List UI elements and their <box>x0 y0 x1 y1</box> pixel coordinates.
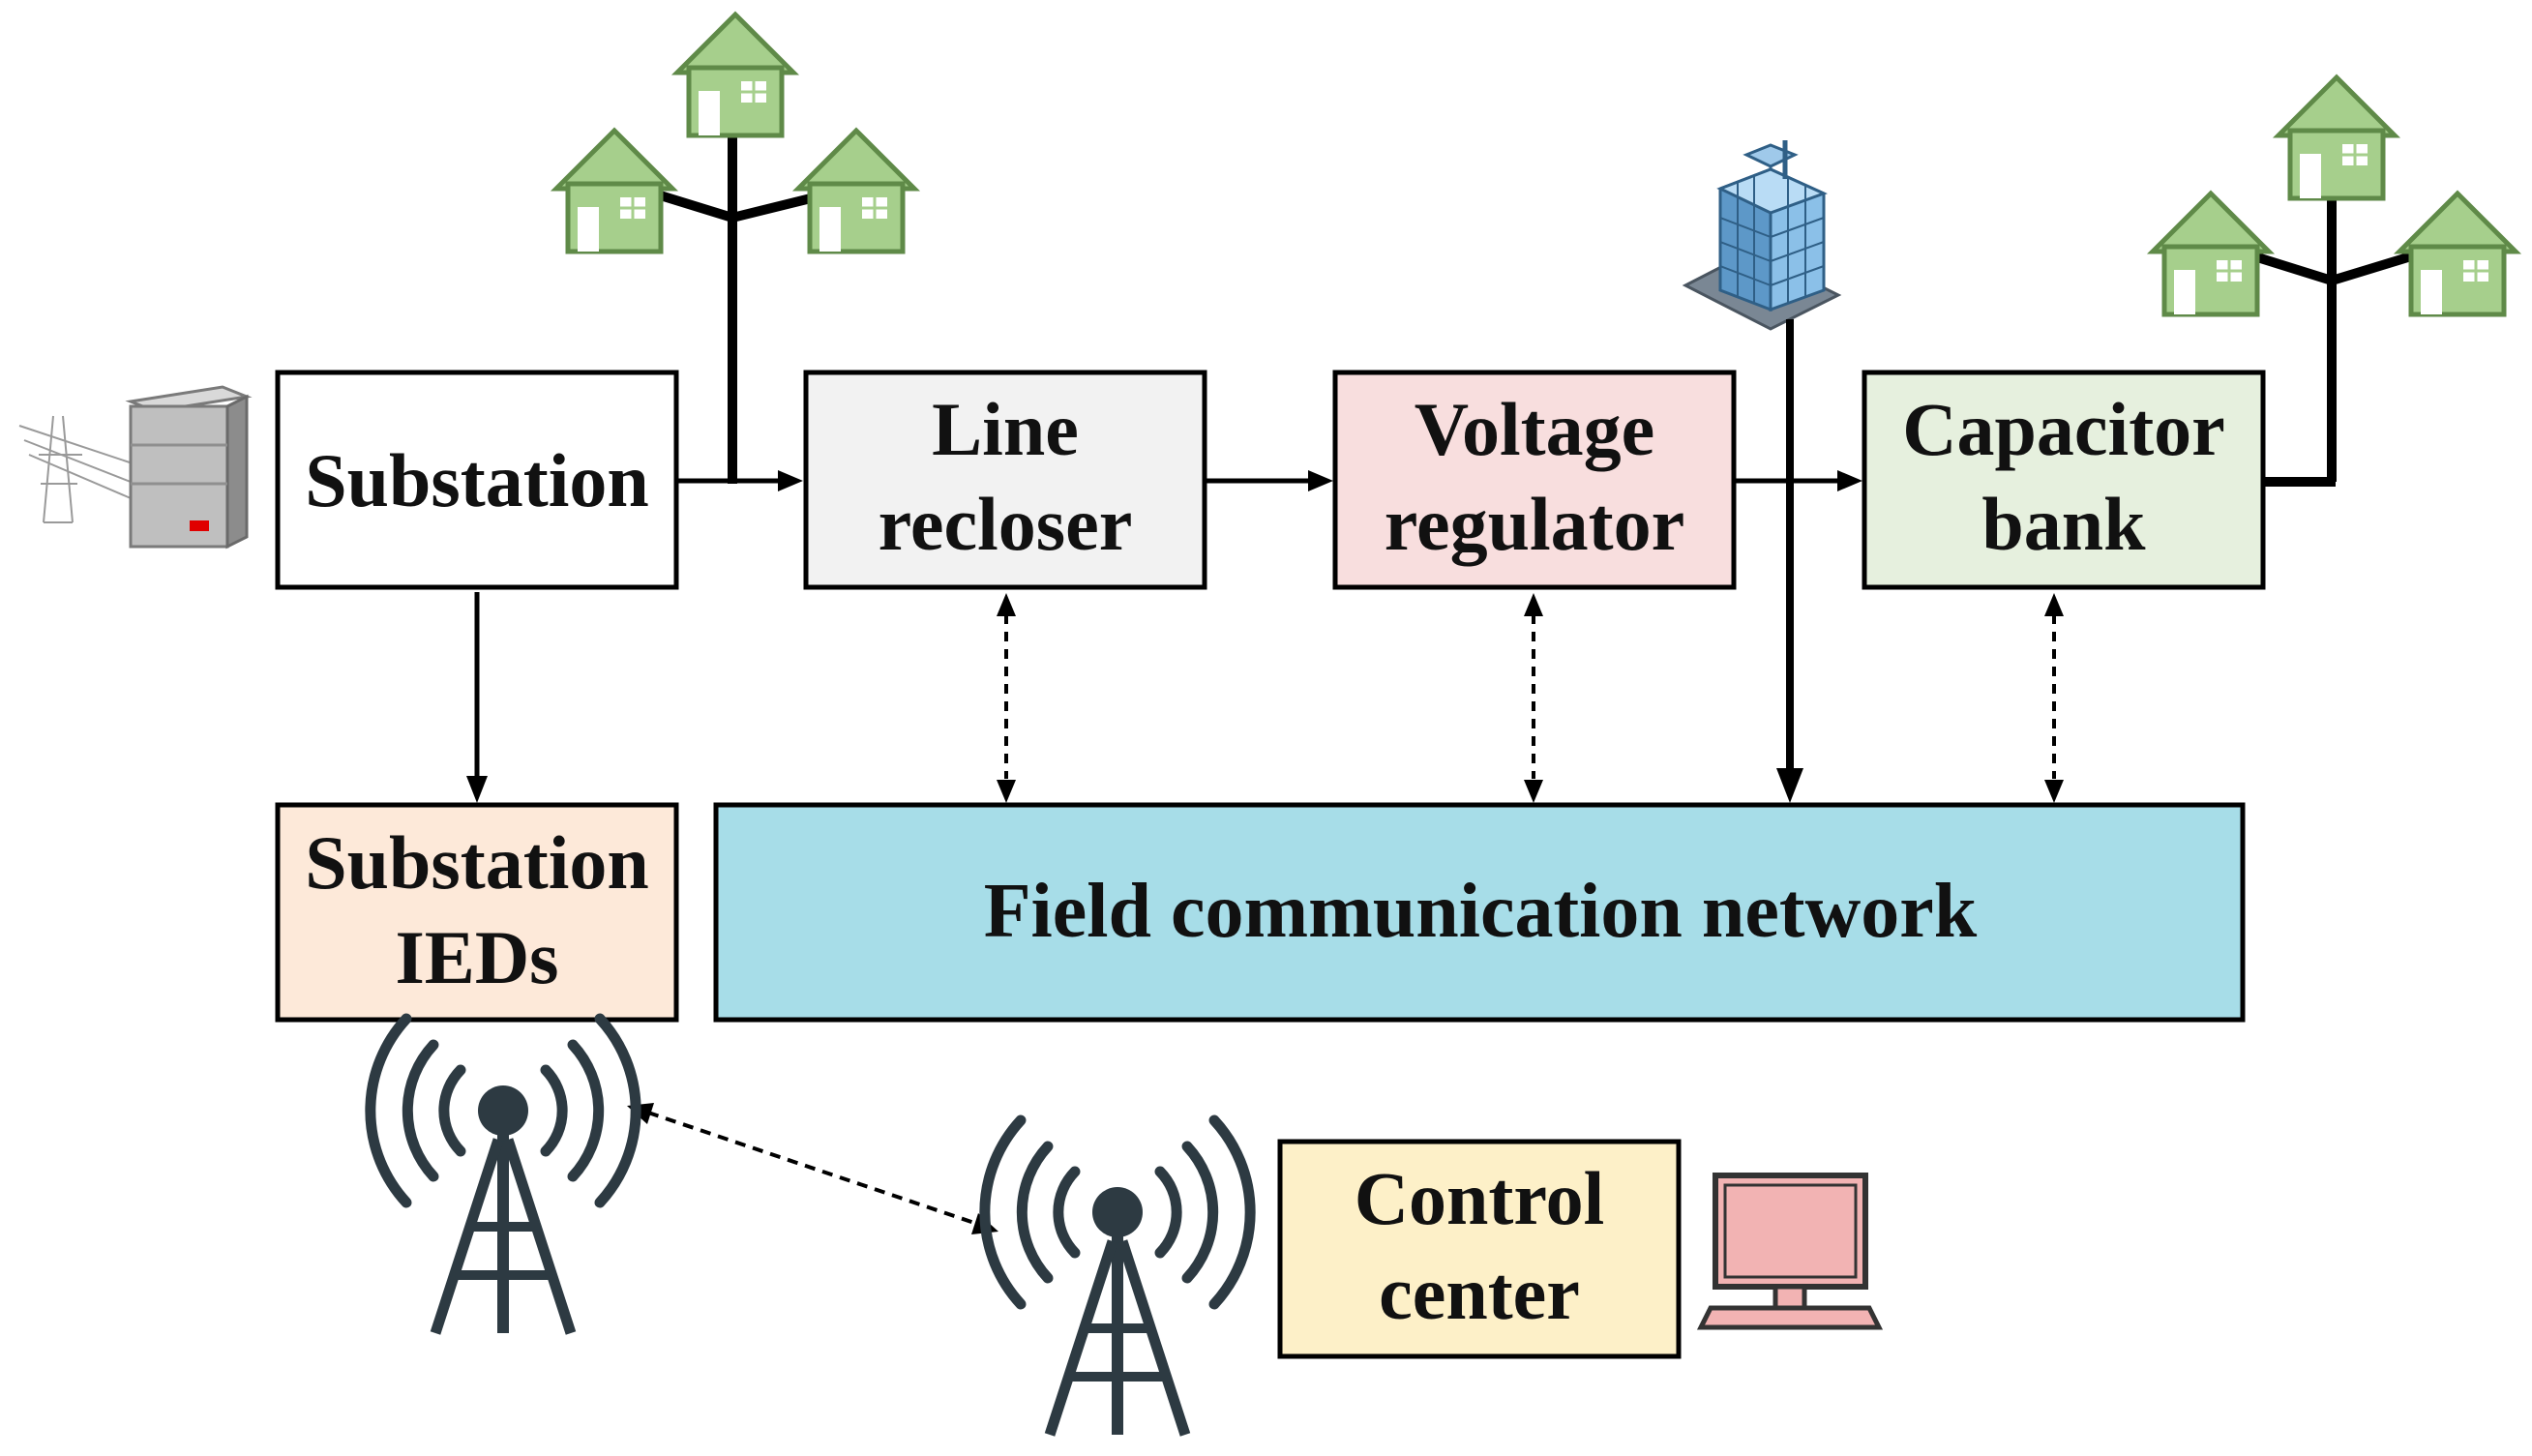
control-center-box: Control center <box>1277 1139 1682 1359</box>
field-communication-network-box: Field communication network <box>713 802 2246 1023</box>
control-center-label-2: center <box>1379 1251 1580 1335</box>
substation-label: Substation <box>305 438 649 522</box>
house-icon <box>556 131 672 252</box>
feeder-connectors <box>466 319 1862 803</box>
house-icon <box>798 131 914 252</box>
arrowhead <box>1776 768 1803 803</box>
house-icon <box>2399 193 2516 314</box>
arrowhead <box>778 470 803 491</box>
house-icon <box>677 15 793 135</box>
substation-ieds-label-1: Substation <box>305 820 649 905</box>
voltage-regulator-box: Voltage regulator <box>1332 370 1737 590</box>
house-icon <box>2279 77 2395 198</box>
arrowhead <box>466 776 488 803</box>
house-cluster-right <box>2153 77 2516 487</box>
radio-tower-icon <box>371 1019 636 1333</box>
line-recloser-label-1: Line <box>932 387 1079 471</box>
line-recloser-label-2: recloser <box>879 482 1133 566</box>
office-building-icon <box>1682 140 1842 331</box>
substation-server-icon <box>18 385 253 550</box>
arrowhead <box>1837 470 1862 491</box>
substation-ieds-box: Substation IEDs <box>275 802 679 1023</box>
voltage-regulator-label-1: Voltage <box>1415 387 1654 471</box>
capacitor-bank-box: Capacitor bank <box>1862 370 2266 590</box>
line-recloser-box: Line recloser <box>803 370 1207 590</box>
field-network-label: Field communication network <box>984 869 1978 954</box>
substation-ieds-label-2: IEDs <box>395 915 558 999</box>
computer-monitor-icon <box>1696 1173 1884 1330</box>
substation-box: Substation <box>275 370 679 590</box>
house-icon <box>2153 193 2269 314</box>
house-cluster-left <box>556 15 914 484</box>
control-center-label-1: Control <box>1355 1156 1605 1240</box>
capacitor-bank-label-2: bank <box>1981 482 2146 566</box>
radio-tower-icon <box>985 1120 1250 1435</box>
capacitor-bank-label-1: Capacitor <box>1902 387 2225 471</box>
voltage-regulator-label-2: regulator <box>1385 482 1684 566</box>
arrowhead <box>1308 470 1333 491</box>
